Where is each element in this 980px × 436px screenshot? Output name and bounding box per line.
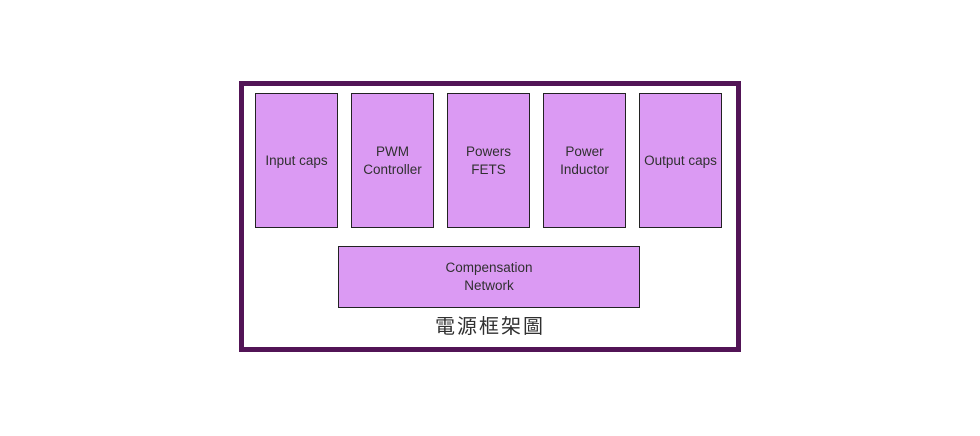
block-compensation-network-label: Compensation Network [445,260,533,293]
block-powers-fets: Powers FETS [447,93,530,228]
block-output-caps: Output caps [639,93,722,228]
block-pwm-controller: PWM Controller [351,93,434,228]
block-pwm-controller-label: PWM Controller [363,143,422,177]
diagram-frame: Input caps PWM Controller Powers FETS Po… [239,81,741,352]
block-input-caps-label: Input caps [265,152,328,168]
block-compensation-network: Compensation Network [338,246,640,308]
block-powers-fets-label: Powers FETS [465,143,511,177]
block-power-inductor: Power Inductor [543,93,626,228]
block-input-caps: Input caps [255,93,338,228]
block-power-inductor-label: Power Inductor [560,143,609,177]
block-output-caps-label: Output caps [644,152,717,168]
diagram-title: 電源框架圖 [435,316,545,338]
